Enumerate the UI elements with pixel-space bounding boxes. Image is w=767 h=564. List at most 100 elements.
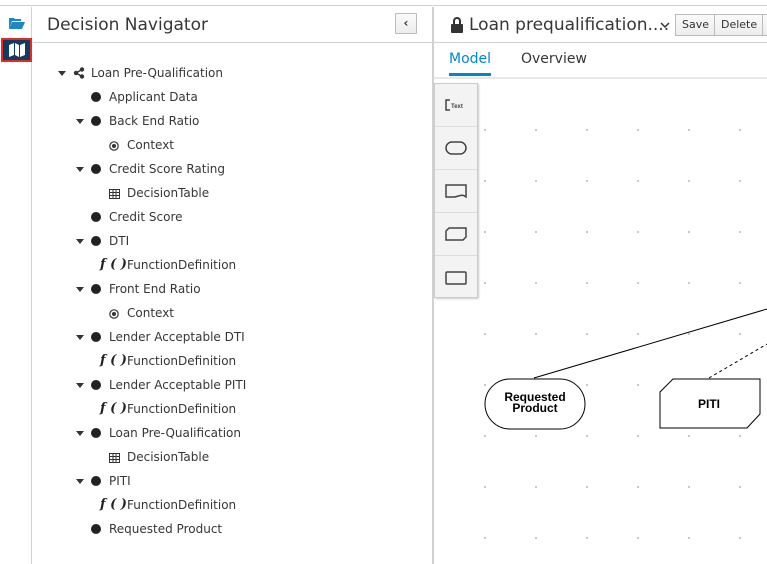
caret-down-icon[interactable] [76, 479, 84, 484]
caret-down-icon[interactable] [76, 239, 84, 244]
tree-item[interactable]: f ( )FunctionDefinition [33, 495, 423, 515]
tree-item[interactable]: PITI [33, 471, 423, 491]
grid-dot [586, 282, 588, 284]
caret-down-icon[interactable] [76, 431, 84, 436]
top-bar [0, 0, 767, 6]
bullet-icon [91, 284, 101, 294]
map-icon[interactable] [1, 38, 32, 62]
tree-item[interactable]: DecisionTable [33, 447, 423, 467]
tree-item[interactable]: Loan Pre-Qualification [33, 423, 423, 443]
caret-down-icon[interactable] [76, 167, 84, 172]
grid-dot [739, 231, 741, 233]
text-annotation-tool[interactable]: Text [435, 84, 477, 127]
grid-dot [484, 129, 486, 131]
tree-item[interactable]: f ( )FunctionDefinition [33, 255, 423, 275]
more-button[interactable]: R [762, 14, 767, 36]
tree-item[interactable]: Front End Ratio [33, 279, 423, 299]
grid-dot [688, 537, 690, 539]
function-icon: f ( ) [100, 353, 127, 368]
grid-dot [739, 537, 741, 539]
bkm-node[interactable] [659, 378, 761, 429]
tree-item[interactable]: DecisionTable [33, 183, 423, 203]
left-rail [0, 7, 32, 564]
knowledge-source-tool[interactable] [435, 170, 477, 213]
grid-dot [535, 333, 537, 335]
bullet-icon [91, 524, 101, 534]
tree-item[interactable]: Context [33, 135, 423, 155]
tree-item-label: Context [127, 138, 175, 152]
editor-panel: Loan prequalification.... Save Delete R … [434, 7, 767, 564]
tree-item-label: Requested Product [109, 522, 223, 536]
shape-palette: Text [434, 83, 478, 298]
bullet-icon [91, 116, 101, 126]
panel-splitter[interactable] [432, 7, 434, 564]
grid-dot [484, 333, 486, 335]
tree-item-label: Front End Ratio [109, 282, 201, 296]
caret-down-icon[interactable] [76, 335, 84, 340]
tree-item-label: Back End Ratio [109, 114, 200, 128]
grid-dot [739, 129, 741, 131]
tab-overview[interactable]: Overview [521, 51, 587, 67]
bullet-icon [91, 92, 101, 102]
tree-item[interactable]: f ( )FunctionDefinition [33, 351, 423, 371]
tree-item-label: Loan Pre-Qualification [91, 66, 224, 80]
folder-open-icon[interactable] [1, 11, 32, 35]
delete-button[interactable]: Delete [714, 14, 765, 36]
node-label-line2: Product [512, 401, 557, 415]
grid-dot [484, 384, 486, 386]
input-data-tool[interactable] [435, 127, 477, 170]
table-icon [109, 188, 120, 202]
grid-dot [484, 231, 486, 233]
caret-down-icon[interactable] [76, 287, 84, 292]
tree-item-label: Lender Acceptable DTI [109, 330, 245, 344]
tree-item[interactable]: Loan Pre-Qualification [33, 63, 423, 83]
grid-dot [637, 384, 639, 386]
grid-dot [688, 282, 690, 284]
caret-down-icon[interactable] [76, 383, 84, 388]
caret-down-icon[interactable] [58, 71, 66, 76]
grid-dot [586, 231, 588, 233]
grid-dot [637, 282, 639, 284]
bullet-icon [91, 236, 101, 246]
diagram-canvas[interactable]: Requested Product PITI Text [434, 79, 767, 564]
tree-item[interactable]: Lender Acceptable PITI [33, 375, 423, 395]
tree-item[interactable]: Lender Acceptable DTI [33, 327, 423, 347]
collapse-button[interactable]: ‹ [395, 13, 417, 34]
tree-item-label: DTI [109, 234, 130, 248]
bkm-tool[interactable] [435, 213, 477, 256]
tree-item[interactable]: Credit Score [33, 207, 423, 227]
caret-down-icon[interactable] [76, 119, 84, 124]
editor-tabs: Model Overview [434, 43, 767, 79]
grid-dot [637, 435, 639, 437]
bullet-icon [91, 164, 101, 174]
tree-item[interactable]: Back End Ratio [33, 111, 423, 131]
grid-dot [688, 231, 690, 233]
tree-item[interactable]: f ( )FunctionDefinition [33, 399, 423, 419]
chevron-down-icon[interactable] [660, 22, 670, 29]
tree-item-label: Credit Score [109, 210, 183, 224]
grid-dot [739, 333, 741, 335]
tab-model[interactable]: Model [449, 51, 492, 76]
grid-dot [586, 537, 588, 539]
tree-item[interactable]: Context [33, 303, 423, 323]
save-button[interactable]: Save [675, 14, 717, 36]
dashed-connector-line [708, 343, 767, 379]
grid-dot [688, 435, 690, 437]
grid-dot [484, 486, 486, 488]
tree-item-label: Credit Score Rating [109, 162, 226, 176]
tree-item[interactable]: Requested Product [33, 519, 423, 539]
input-data-node[interactable] [484, 378, 586, 430]
function-icon: f ( ) [100, 401, 127, 416]
grid-dot [739, 435, 741, 437]
diagram-svg: Requested Product PITI [484, 308, 767, 430]
decision-tool[interactable] [435, 256, 477, 299]
grid-dot [535, 129, 537, 131]
grid-dot [688, 180, 690, 182]
tree-item[interactable]: DTI [33, 231, 423, 251]
grid-dot [586, 435, 588, 437]
tree-item[interactable]: Applicant Data [33, 87, 423, 107]
tree-item-label: FunctionDefinition [127, 498, 237, 512]
node-label: PITI [698, 397, 720, 411]
grid-dot [484, 282, 486, 284]
tree-item[interactable]: Credit Score Rating [33, 159, 423, 179]
